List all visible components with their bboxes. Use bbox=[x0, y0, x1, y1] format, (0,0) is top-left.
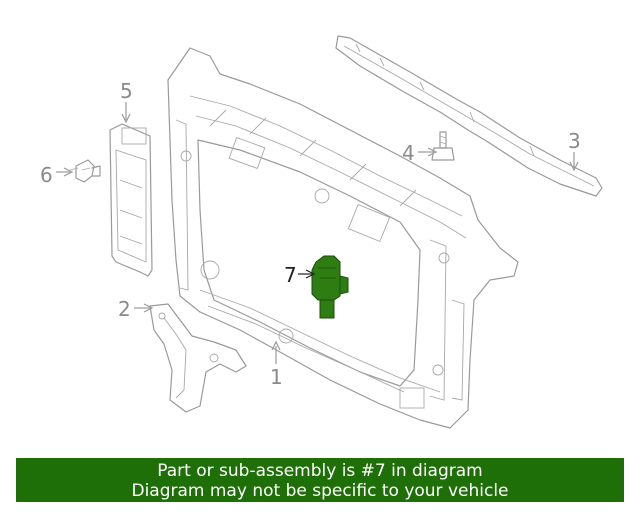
push-clip-part bbox=[69, 159, 101, 183]
callout-number-6: 6 bbox=[40, 163, 53, 187]
lower-bracket-part bbox=[149, 303, 247, 413]
callout-arrow-1 bbox=[271, 340, 281, 351]
callout-arrow-5 bbox=[121, 113, 131, 124]
callout-number-2: 2 bbox=[118, 297, 131, 321]
callout-number-3: 3 bbox=[568, 129, 581, 153]
left-bracket-part bbox=[109, 123, 153, 277]
callout-number-1: 1 bbox=[270, 365, 283, 389]
upper-tie-bar-part bbox=[335, 35, 603, 197]
callout-arrow-2 bbox=[143, 303, 154, 313]
callout-number-4: 4 bbox=[402, 141, 415, 165]
banner-line-disclaimer: Diagram may not be specific to your vehi… bbox=[131, 481, 509, 501]
radiator-support-frame-part bbox=[167, 47, 519, 429]
callout-arrow-7 bbox=[305, 269, 316, 279]
callout-number-5: 5 bbox=[120, 79, 133, 103]
callout-arrow-3 bbox=[569, 161, 579, 172]
callout-number-7: 7 bbox=[284, 263, 297, 287]
highlighted-sensor-part bbox=[311, 255, 349, 319]
callout-arrow-6 bbox=[63, 167, 74, 177]
bolt-part bbox=[431, 131, 455, 161]
callout-arrow-4 bbox=[427, 147, 438, 157]
banner-line-part-number: Part or sub-assembly is #7 in diagram bbox=[157, 461, 483, 481]
info-banner: Part or sub-assembly is #7 in diagram Di… bbox=[16, 458, 624, 502]
